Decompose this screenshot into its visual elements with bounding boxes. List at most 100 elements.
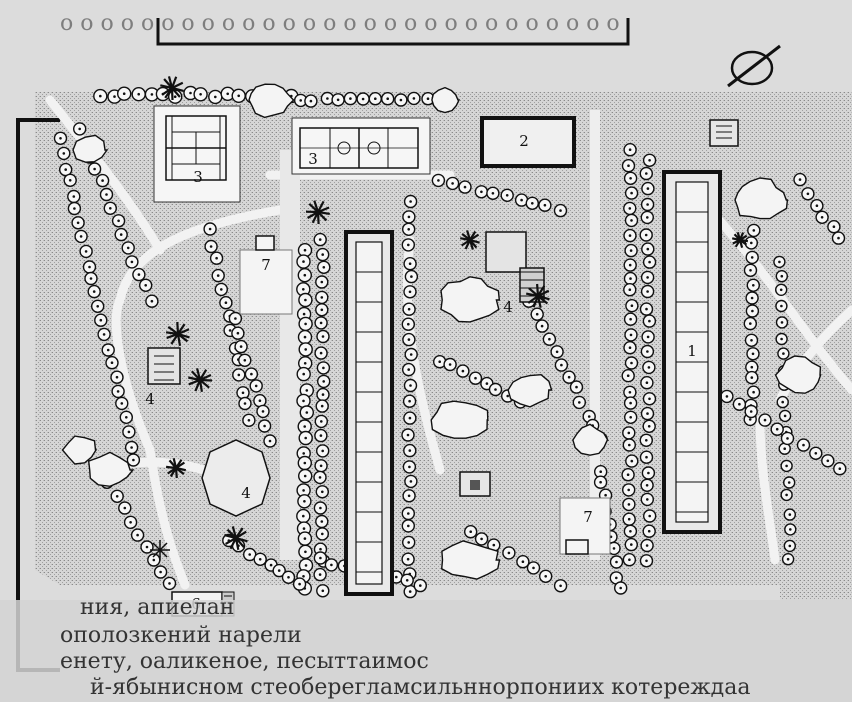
shrub-icon <box>431 86 461 114</box>
tree-center-icon <box>322 266 326 269</box>
tree-center-icon <box>492 543 496 547</box>
tree-center-icon <box>410 275 413 278</box>
tree-center-icon <box>407 541 411 544</box>
pavilion-4-left[interactable]: 4 <box>145 347 181 408</box>
tree-center-icon <box>628 391 632 394</box>
block-7-bottom[interactable]: 7 <box>559 497 611 555</box>
shrub-icon <box>440 276 501 323</box>
building-1[interactable]: 1 <box>662 170 722 534</box>
shrub-icon <box>507 373 553 408</box>
page-text-line-3: енету, оаликеное, песыттаимос <box>60 649 429 674</box>
tree-center-icon <box>407 524 410 528</box>
tree-center-icon <box>399 98 403 102</box>
building-2[interactable]: 2 <box>480 116 576 168</box>
tree-center-icon <box>302 489 305 492</box>
tree-center-icon <box>738 402 741 406</box>
central-residential-block[interactable] <box>344 230 394 596</box>
tree-center-icon <box>303 461 307 465</box>
tree-center-icon <box>612 547 616 550</box>
tree-center-icon <box>115 495 119 498</box>
tree-center-icon <box>322 366 325 370</box>
tree-center-icon <box>234 317 237 320</box>
tree-center-icon <box>116 390 120 393</box>
tree-center-icon <box>59 137 62 140</box>
tree-center-icon <box>125 416 128 419</box>
tree-center-icon <box>319 547 322 551</box>
tree-center-icon <box>648 319 651 323</box>
tree-center-icon <box>521 560 525 563</box>
tree-center-icon <box>780 304 783 308</box>
shrub-icon <box>440 540 501 580</box>
tree-center-icon <box>150 93 154 96</box>
tree-center-icon <box>304 348 308 351</box>
tree-center-icon <box>298 582 301 586</box>
tree-center-icon <box>646 290 649 293</box>
bg-text-line: о о о о о о о о о о о о о о о о о о о о … <box>60 11 620 36</box>
tree-center-icon <box>838 467 842 471</box>
tree-center-icon <box>604 493 607 497</box>
tree-center-icon <box>321 253 325 256</box>
tree-center-icon <box>101 179 104 182</box>
tree-center-icon <box>209 245 213 248</box>
tree-center-icon <box>630 459 634 463</box>
tree-center-icon <box>302 527 306 530</box>
tree-center-icon <box>629 277 632 280</box>
tree-center-icon <box>361 97 365 101</box>
tree-center-icon <box>599 470 602 474</box>
tree-center-icon <box>92 290 96 293</box>
tree-center-icon <box>120 402 124 405</box>
tree-center-icon <box>159 570 162 574</box>
tree-center-icon <box>599 480 602 484</box>
tree-center-icon <box>73 207 76 210</box>
tree-center-icon <box>76 221 80 225</box>
sports-court-3-left[interactable]: 3 <box>153 105 241 203</box>
tree-center-icon <box>647 366 651 369</box>
tree-center-icon <box>261 410 265 413</box>
kiosk-top-right[interactable] <box>709 119 739 147</box>
tree-center-icon <box>426 97 430 100</box>
tree-center-icon <box>102 333 106 336</box>
tree-center-icon <box>62 152 66 155</box>
tree-center-icon <box>96 305 99 308</box>
tree-center-icon <box>647 529 651 533</box>
tree-center-icon <box>302 288 305 291</box>
tree-center-icon <box>216 274 220 277</box>
tree-center-icon <box>647 471 650 475</box>
tree-center-icon <box>99 318 103 322</box>
tree-center-icon <box>407 243 410 247</box>
tree-center-icon <box>320 296 324 299</box>
block-7-top[interactable]: 7 <box>239 235 293 315</box>
tree-center-icon <box>303 500 306 503</box>
tree-center-icon <box>319 321 323 325</box>
tree-center-icon <box>480 537 483 541</box>
tree-center-icon <box>123 506 127 510</box>
tree-center-icon <box>330 563 333 567</box>
pavilion-4-left-label: 4 <box>145 390 155 408</box>
central-block-sections <box>356 271 382 573</box>
tree-center-icon <box>408 590 412 593</box>
tree-center-icon <box>302 514 305 518</box>
tree-center-icon <box>751 352 755 356</box>
pavilion-4-bottom[interactable]: 4 <box>201 439 271 517</box>
lower-paper-area <box>0 600 852 702</box>
tree-center-icon <box>127 430 131 434</box>
tree-center-icon <box>749 410 753 413</box>
sports-court-3-top[interactable]: 3 <box>291 117 431 175</box>
tree-center-icon <box>321 335 325 338</box>
tree-center-icon <box>505 194 509 197</box>
tree-center-icon <box>136 533 139 537</box>
tree-center-icon <box>806 192 810 196</box>
tree-center-icon <box>520 198 523 202</box>
tree-center-icon <box>630 543 633 546</box>
tree-center-icon <box>122 92 126 95</box>
tree-center-icon <box>258 399 262 403</box>
tree-center-icon <box>119 233 123 236</box>
kiosk-center[interactable] <box>459 471 491 497</box>
tree-center-icon <box>544 575 547 578</box>
tree-center-icon <box>646 498 649 501</box>
tree-center-icon <box>319 464 323 468</box>
tree-center-icon <box>788 513 792 516</box>
tree-center-icon <box>237 373 241 377</box>
tree-center-icon <box>474 376 477 380</box>
